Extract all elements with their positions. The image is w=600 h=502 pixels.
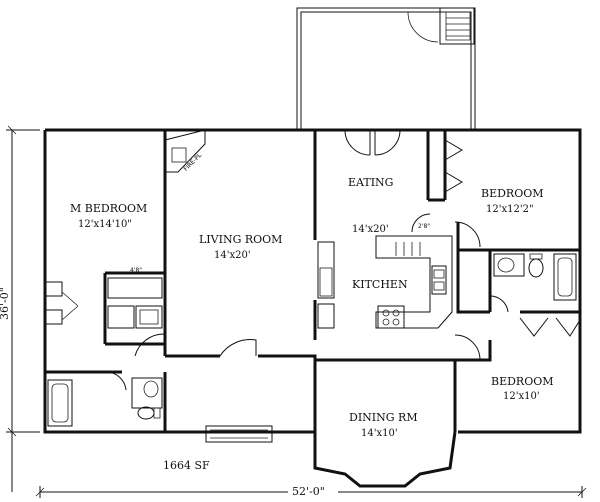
room-labels: M BEDROOM 12'x14'10" LIVING ROOM 14'x20'… — [70, 176, 554, 439]
master-bedroom-name: M BEDROOM — [70, 202, 147, 215]
bedroom2-closet — [444, 139, 463, 193]
master-bath-fixtures — [47, 377, 163, 427]
overall-height: 36'-0" — [0, 287, 11, 320]
dimension-lines: 36'-0" 52'-0" — [0, 125, 587, 498]
rear-deck — [296, 7, 476, 131]
master-bedroom-size: 12'x14'10" — [78, 219, 132, 230]
overall-width: 52'-0" — [292, 485, 325, 498]
living-room-name: LIVING ROOM — [199, 233, 282, 246]
bedroom3-name: BEDROOM — [491, 375, 554, 388]
master-closet-width: 4'8" — [130, 267, 142, 274]
bedroom3-size: 12'x10' — [503, 391, 540, 402]
living-room-size: 14'x20' — [214, 250, 251, 261]
bedroom3-closet — [519, 317, 581, 337]
interior-walls — [45, 130, 580, 432]
bedroom2-name: BEDROOM — [481, 187, 544, 200]
hall-bath-fixtures — [493, 253, 577, 301]
exterior-walls — [43, 128, 582, 488]
fireplace: FIRE-PL — [164, 129, 206, 173]
front-porch — [205, 425, 273, 443]
eating-name: EATING — [348, 176, 393, 189]
master-closet-fixtures: 4'8" — [107, 267, 163, 329]
kitchen-size: 14'x20' — [352, 224, 389, 235]
dining-room-size: 14'x10' — [361, 428, 398, 439]
doors — [105, 129, 509, 391]
kitchen-fixtures: 2'8" — [317, 223, 453, 329]
master-closet-doors — [45, 281, 79, 325]
total-area: 1664 SF — [163, 459, 210, 472]
bedroom2-size: 12'x12'2" — [486, 204, 534, 215]
dining-room-name: DINING RM — [349, 411, 418, 424]
kitchen-name: KITCHEN — [352, 278, 408, 291]
pantry-width: 2'8" — [418, 223, 430, 230]
